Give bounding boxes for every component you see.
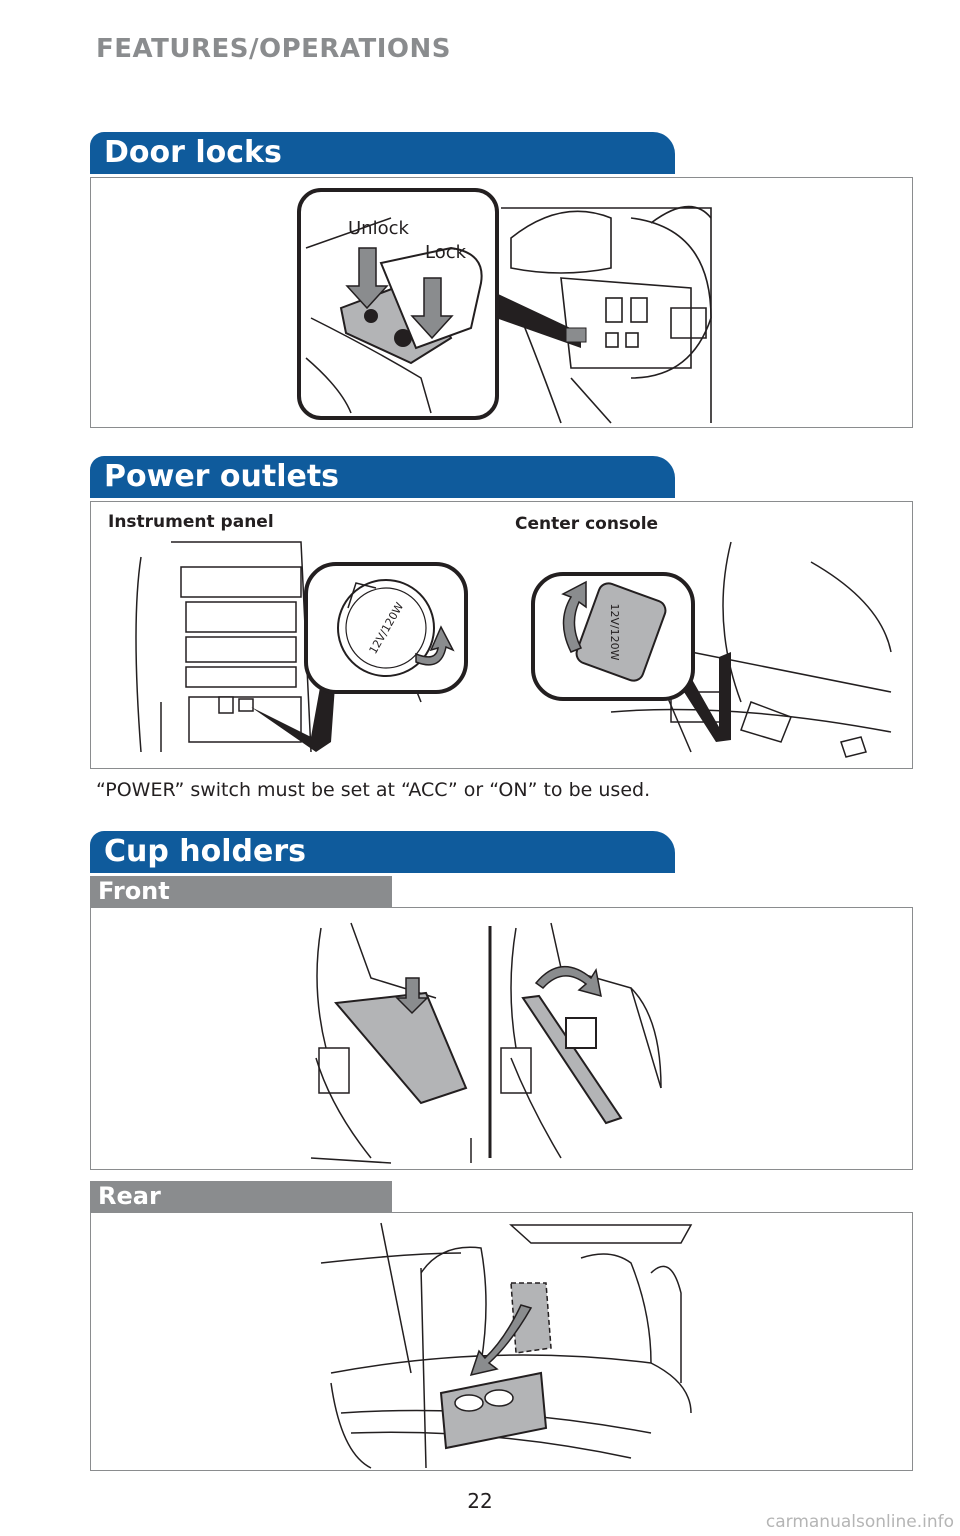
- door-locks-illustration: Unlock Lock: [297, 188, 712, 424]
- watermark: carmanualsonline.info: [765, 1512, 954, 1532]
- power-outlets-heading: Power outlets: [104, 459, 340, 494]
- rear-fold-arrow: [469, 1304, 533, 1377]
- door-locks-heading-tab: Door locks: [90, 132, 675, 174]
- front-subheading: Front: [98, 877, 170, 905]
- instrument-outlet: [218, 696, 254, 714]
- front-cupholder-lid-closed: [334, 991, 468, 1105]
- rear-seat-drawing: [320, 1222, 693, 1469]
- power-outlets-figure-box: Instrument panel Center console 12V/120W: [90, 501, 913, 769]
- unlock-arrow: [345, 247, 389, 310]
- console-outlet-rating: 12V/120W: [608, 603, 621, 660]
- lock-arrow: [410, 277, 454, 340]
- console-outlet-open-arrow: [561, 580, 587, 653]
- callout-pointer: [496, 293, 581, 348]
- door-locks-figure-box: Unlock Lock: [90, 177, 913, 428]
- unlock-label: Unlock: [348, 218, 409, 239]
- rear-cup-holder-illustration: [320, 1222, 693, 1469]
- rear-subheading-tab: Rear: [90, 1181, 392, 1212]
- front-subheading-tab: Front: [90, 876, 392, 907]
- power-outlets-illustration: 12V/120W 12V/120W: [135, 541, 892, 758]
- front-cup-holder-figure-box: [90, 907, 913, 1170]
- front-cupholder-lid-open: [521, 994, 623, 1125]
- page-number: 22: [467, 1489, 493, 1513]
- rear-armrest: [439, 1371, 548, 1450]
- instrument-panel-label: Instrument panel: [108, 512, 274, 532]
- lock-label: Lock: [425, 242, 467, 263]
- front-open-arrow: [534, 965, 602, 998]
- center-console-label: Center console: [515, 514, 659, 534]
- section-title: FEATURES/OPERATIONS: [96, 34, 452, 64]
- rear-cup-holder-figure-box: [90, 1212, 913, 1471]
- cup-holders-heading-tab: Cup holders: [90, 831, 675, 873]
- rear-subheading: Rear: [98, 1182, 161, 1210]
- instrument-outlet-open-arrow: [415, 625, 455, 666]
- dashboard-drawing: [501, 205, 712, 424]
- door-locks-heading: Door locks: [104, 135, 282, 170]
- front-cup-holder-illustration: [310, 922, 662, 1164]
- power-outlets-heading-tab: Power outlets: [90, 456, 675, 498]
- power-switch-note: “POWER” switch must be set at “ACC” or “…: [96, 779, 651, 801]
- front-press-arrow: [395, 977, 429, 1015]
- cup-holders-heading: Cup holders: [104, 834, 307, 869]
